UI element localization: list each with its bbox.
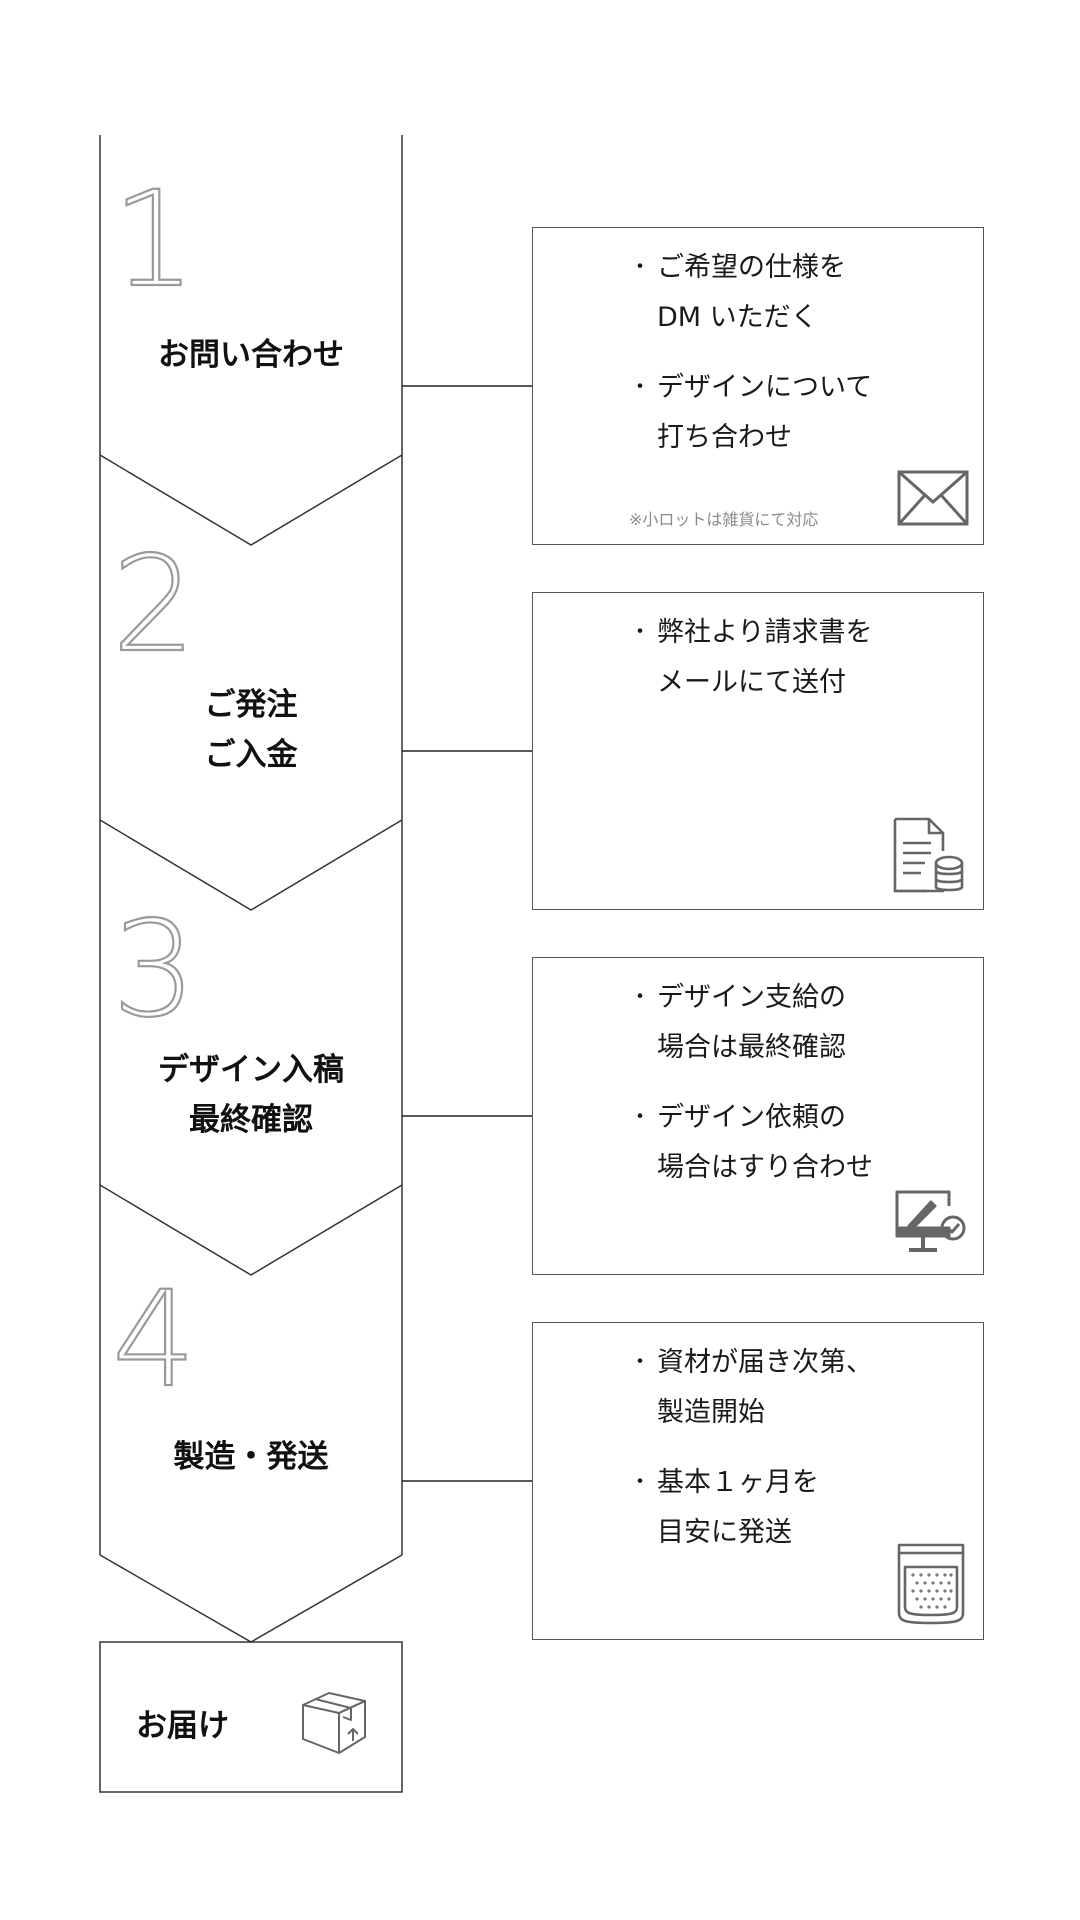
info-box-2: 弊社より請求書を メールにて送付 [532,592,984,910]
bullet-item: デザインについて 打ち合わせ [629,363,872,463]
envelope-icon [897,470,969,526]
bullet-line: デザインについて [629,363,872,413]
bullet-item: デザイン依頼の 場合はすり合わせ [629,1093,873,1193]
bullet-line: 弊社より請求書を [629,608,872,658]
invoice-coins-icon [891,815,967,895]
step-title-line: ご入金 [204,737,298,773]
step-title-2: ご発注 ご入金 [100,680,402,780]
bullet-line: DM いただく [657,302,818,333]
chevron-2 [99,819,403,911]
step-title-3: デザイン入稿 最終確認 [100,1045,402,1145]
chevron-1 [99,454,403,546]
step-title-1: お問い合わせ [100,330,402,380]
step-title-line: ご発注 [204,687,298,723]
monitor-design-icon [893,1188,969,1258]
bullet-line: 製造開始 [657,1397,765,1428]
bullet-line: 目安に発送 [657,1517,792,1548]
bullet-item: 基本１ヶ月を 目安に発送 [629,1458,819,1558]
bullet-line: 場合はすり合わせ [657,1152,873,1183]
chevron-3 [99,1184,403,1276]
bullet-item: デザイン支給の 場合は最終確認 [629,973,846,1073]
package-box-icon [297,1683,371,1757]
delivery-box [99,1641,403,1793]
delivery-title: お届け [136,1708,229,1744]
step-title-line: デザイン入稿 [158,1052,344,1088]
bullet-line: デザイン依頼の [629,1093,873,1143]
info-box-3: デザイン支給の 場合は最終確認 デザイン依頼の 場合はすり合わせ [532,957,984,1275]
step-title-line: お問い合わせ [158,337,344,373]
bullet-line: 場合は最終確認 [657,1032,846,1063]
step-title-4: 製造・発送 [100,1432,402,1482]
small-lot-note: ※小ロットは雑貨にて対応 [629,510,819,529]
bullet-line: デザイン支給の [629,973,846,1023]
bullet-item: 弊社より請求書を メールにて送付 [629,608,872,708]
step-title-line: 最終確認 [189,1102,313,1138]
step-number-1: 1 [112,163,196,317]
chevron-4 [99,1554,403,1643]
bullet-item: ご希望の仕様を DM いただく [629,243,846,343]
step-number-2: 2 [112,528,196,682]
pouch-bag-icon [891,1541,971,1627]
bullet-line: ご希望の仕様を [629,243,846,293]
step-title-line: 製造・発送 [173,1439,329,1475]
bullet-line: 資材が届き次第、 [629,1338,873,1388]
step-number-4: 4 [112,1263,196,1417]
bullet-line: メールにて送付 [657,667,846,698]
info-box-4: 資材が届き次第、 製造開始 基本１ヶ月を 目安に発送 [532,1322,984,1640]
bullet-line: 基本１ヶ月を [629,1458,819,1508]
step-number-3: 3 [112,893,196,1047]
info-box-1: ご希望の仕様を DM いただく デザインについて 打ち合わせ ※小ロットは雑貨に… [532,227,984,545]
bullet-line: 打ち合わせ [657,422,792,453]
bullet-item: 資材が届き次第、 製造開始 [629,1338,873,1438]
